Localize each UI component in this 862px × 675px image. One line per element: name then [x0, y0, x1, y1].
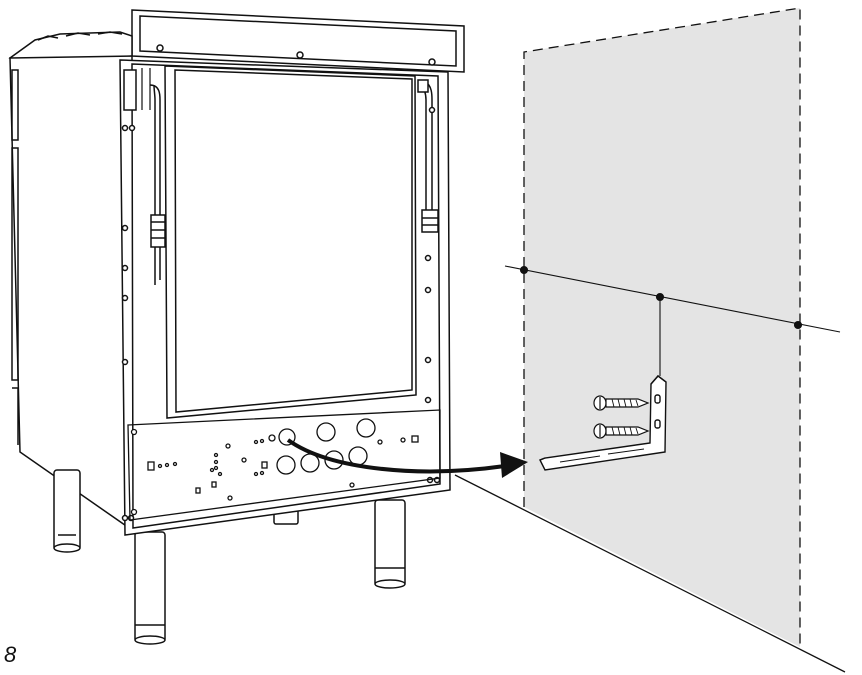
figure-number: 8: [4, 642, 17, 667]
l-shaped-bracket-icon: [539, 375, 667, 471]
screw-icon-2: [593, 423, 650, 439]
wall-surface: [524, 8, 800, 647]
appliance-legs: [53, 469, 406, 645]
screw-icon: [593, 395, 650, 411]
wall-outline-dashed: [523, 7, 801, 647]
wall: [454, 7, 846, 673]
mark-point-right: [793, 320, 803, 330]
curved-arrow-icon: [286, 438, 528, 478]
marking-lines: [504, 265, 841, 376]
appliance-back: [119, 59, 451, 536]
connection-panel: [127, 409, 441, 521]
appliance-side: [9, 55, 133, 532]
floor-line: [454, 474, 846, 673]
mark-point-center: [655, 292, 665, 302]
mark-point-left: [519, 265, 529, 275]
